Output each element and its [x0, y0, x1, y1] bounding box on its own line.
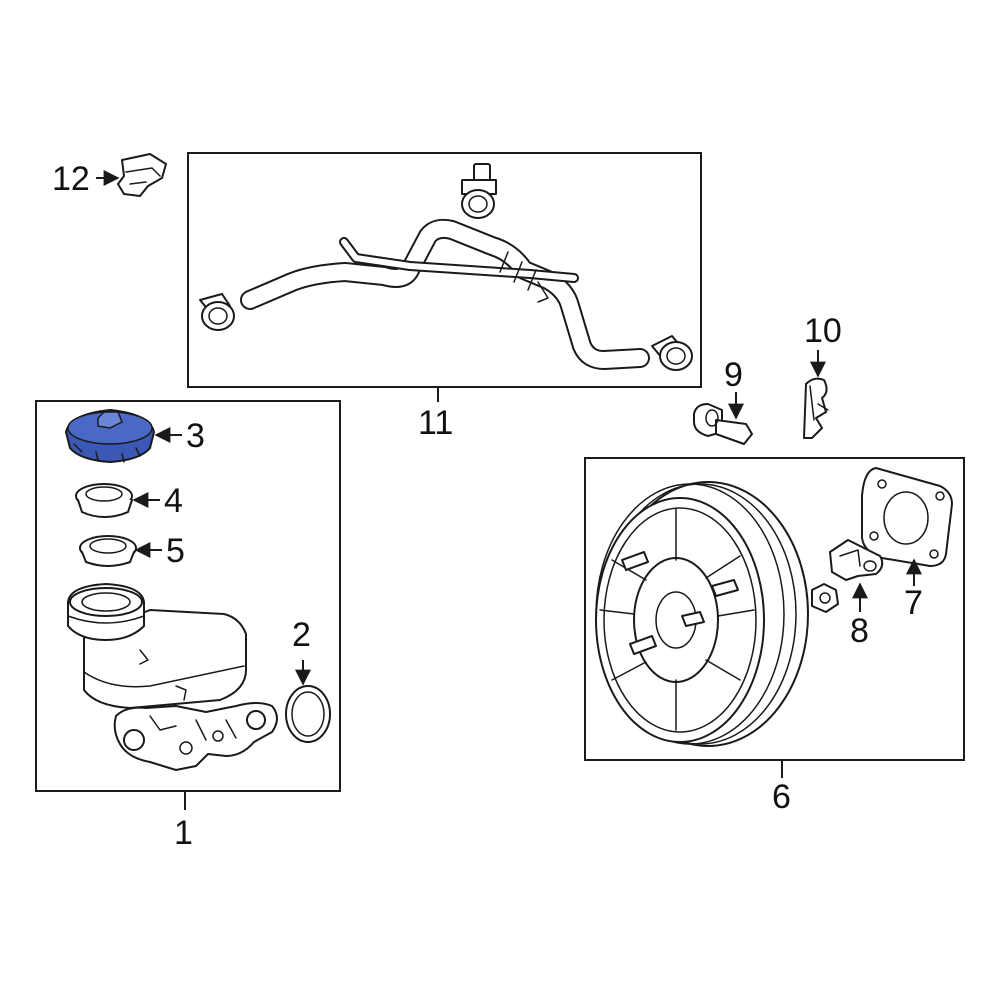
master-cylinder-group-box	[35, 400, 341, 792]
reservoir-cap-part[interactable]	[64, 408, 156, 464]
booster-bracket-part[interactable]	[829, 539, 884, 581]
vacuum-hose-part[interactable]	[240, 218, 650, 370]
callout-5: 5	[166, 532, 185, 570]
hose-clamp-left[interactable]	[199, 293, 235, 331]
o-ring-part[interactable]	[285, 685, 331, 743]
callout-10: 10	[804, 312, 842, 350]
callout-6: 6	[772, 778, 791, 816]
reservoir-seal-part[interactable]	[79, 535, 137, 567]
mounting-nut-part[interactable]	[811, 583, 839, 613]
booster-group-box	[584, 457, 965, 761]
callout-11: 11	[418, 404, 453, 442]
hose-clamp-top[interactable]	[461, 163, 497, 219]
callout-3: 3	[186, 417, 205, 455]
hose-group-box	[187, 152, 702, 388]
reservoir-strainer-part[interactable]	[75, 483, 133, 518]
callout-7: 7	[904, 584, 923, 622]
hose-clamp-right[interactable]	[651, 335, 693, 371]
callout-2: 2	[292, 616, 311, 654]
booster-gasket-part[interactable]	[861, 467, 953, 567]
clevis-pin-part[interactable]	[693, 403, 753, 445]
spring-clip-part[interactable]	[803, 377, 829, 439]
bracket-clip-part[interactable]	[117, 153, 167, 197]
master-cylinder-part[interactable]	[67, 583, 278, 771]
callout-12: 12	[52, 160, 90, 198]
callout-9: 9	[724, 356, 743, 394]
callout-8: 8	[850, 612, 869, 650]
callout-4: 4	[164, 482, 183, 520]
brake-booster-part[interactable]	[595, 481, 809, 747]
callout-1: 1	[174, 814, 193, 852]
